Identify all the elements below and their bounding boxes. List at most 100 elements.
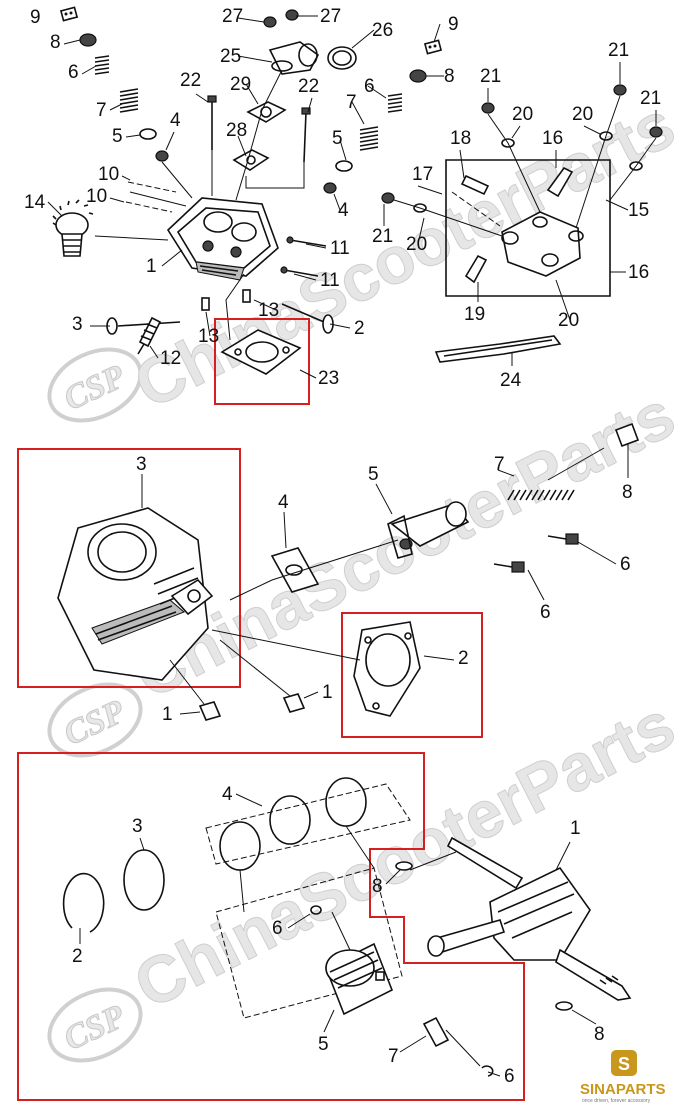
washer-5-left (139, 128, 157, 140)
svg-text:20: 20 (558, 310, 579, 331)
crankshaft-1 (427, 836, 632, 1001)
svg-text:1: 1 (146, 256, 157, 277)
stud-17 (451, 191, 501, 227)
rocker-arm-16-lower (464, 254, 488, 284)
svg-text:6: 6 (272, 918, 283, 939)
exhaust-valve-3 (106, 317, 181, 335)
washer-20-b (599, 131, 613, 141)
head-gasket-23 (220, 329, 302, 375)
svg-text:3: 3 (72, 314, 83, 335)
svg-text:19: 19 (464, 304, 485, 325)
brand-name: SINAPARTS (580, 1081, 666, 1098)
svg-text:1: 1 (570, 818, 581, 839)
nut-21-b (613, 84, 627, 96)
dowel-1-left (198, 701, 222, 721)
nut-21-a (481, 102, 495, 114)
svg-text:27: 27 (320, 6, 341, 27)
callouts-cylinder: 3 4 5 7 8 6 6 2 1 1 (136, 444, 633, 725)
svg-text:2: 2 (458, 648, 469, 669)
svg-text:9: 9 (448, 14, 459, 35)
svg-text:20: 20 (572, 104, 593, 125)
svg-text:27: 27 (222, 6, 243, 27)
keeper-8-left (79, 33, 97, 47)
washer-5-right (335, 160, 353, 172)
svg-text:28: 28 (226, 120, 247, 141)
sinaparts-logo: S SINAPARTS once driven, forever accesso… (580, 1050, 666, 1104)
nut-27-right (285, 9, 299, 21)
cylinder-head-1 (166, 197, 279, 281)
dowel-13-right (242, 289, 251, 303)
svg-text:8: 8 (594, 1024, 605, 1045)
svg-text:13: 13 (198, 326, 219, 347)
s-badge-icon (611, 1050, 637, 1076)
svg-text:21: 21 (372, 226, 393, 247)
seal-4-right (323, 182, 337, 194)
piston-ring-2 (62, 872, 105, 933)
svg-text:5: 5 (112, 126, 123, 147)
valve-spring-7-right (359, 126, 379, 151)
svg-text:1: 1 (162, 704, 173, 725)
svg-text:5: 5 (332, 128, 343, 149)
svg-text:8: 8 (444, 66, 455, 87)
svg-text:2: 2 (72, 946, 83, 967)
key-8-lower (555, 1001, 573, 1011)
gasket-28 (232, 149, 270, 171)
svg-text:4: 4 (278, 492, 289, 513)
svg-text:4: 4 (338, 200, 349, 221)
svg-text:5: 5 (318, 1034, 329, 1055)
rocker-arm-16-upper (546, 166, 574, 198)
valve-spring-7-left (119, 88, 139, 113)
nut-27-left (263, 16, 277, 28)
piston-pin-7 (422, 1016, 450, 1048)
svg-text:6: 6 (540, 602, 551, 623)
svg-text:17: 17 (412, 164, 433, 185)
svg-text:16: 16 (542, 128, 563, 149)
svg-text:18: 18 (450, 128, 471, 149)
svg-text:5: 5 (368, 464, 379, 485)
insulator-29 (246, 101, 287, 123)
svg-text:21: 21 (480, 66, 501, 87)
svg-text:21: 21 (608, 40, 629, 61)
dowel-1-right (282, 693, 306, 713)
svg-text:25: 25 (220, 46, 241, 67)
cylinder-section: 3 4 5 7 8 6 6 2 1 1 (17, 422, 640, 738)
svg-text:6: 6 (504, 1066, 515, 1087)
svg-text:22: 22 (298, 76, 319, 97)
brand-tagline: once driven, forever accessory (582, 1098, 651, 1104)
svg-text:13: 13 (258, 300, 279, 321)
explode-lines-rocker (393, 95, 657, 237)
stud-10-lower (125, 201, 173, 213)
svg-text:4: 4 (170, 110, 181, 131)
circlip-6-upper (310, 905, 322, 915)
dowel-13-left (201, 297, 210, 311)
intake-valve-2 (281, 303, 334, 334)
svg-text:2: 2 (354, 318, 365, 339)
svg-text:12: 12 (160, 348, 181, 369)
bolt-6-upper (547, 533, 579, 545)
piston-ring-3 (123, 849, 165, 911)
svg-text:7: 7 (494, 454, 505, 475)
hose-clamp-26 (327, 46, 357, 70)
svg-text:8: 8 (372, 876, 383, 897)
watermark-csp-logo: CSP (47, 987, 143, 1063)
washer-20-c (629, 161, 643, 171)
svg-text:22: 22 (180, 70, 201, 91)
svg-text:1: 1 (322, 682, 333, 703)
washer-20-d (413, 203, 427, 213)
svg-text:10: 10 (86, 186, 107, 207)
svg-text:21: 21 (640, 88, 661, 109)
tensioner-spring-7 (507, 489, 575, 501)
valve-cap-9-right (423, 39, 443, 55)
rocker-assembly-15 (445, 159, 611, 297)
svg-text:14: 14 (24, 192, 46, 213)
piston-crank-section: 4 3 2 6 5 7 6 1 8 8 (17, 752, 632, 1101)
explode-lines-cylinder (169, 447, 605, 705)
svg-text:7: 7 (346, 92, 357, 113)
svg-text:3: 3 (132, 816, 143, 837)
highlight-box-head-gasket (214, 318, 310, 405)
svg-text:23: 23 (318, 368, 339, 389)
svg-text:29: 29 (230, 74, 251, 95)
cam-sprocket-14 (52, 199, 94, 257)
explode-lines-head (94, 69, 305, 341)
